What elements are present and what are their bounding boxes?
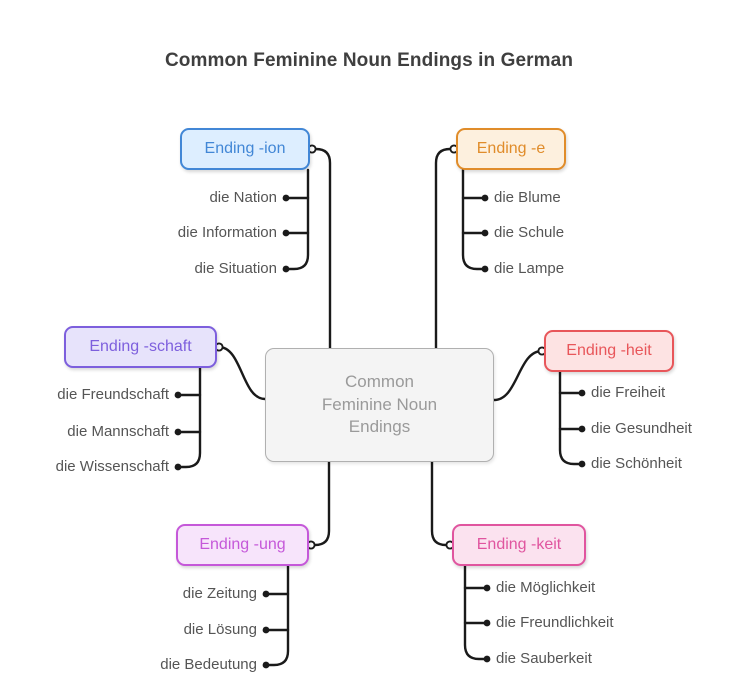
leaf-item[interactable]: die Situation	[194, 260, 277, 277]
branch-node-label: Ending -heit	[566, 342, 652, 359]
leaf-item[interactable]: die Bedeutung	[160, 656, 257, 673]
leaf-item[interactable]: die Freundschaft	[57, 386, 169, 403]
branch-node-schaft[interactable]: Ending -schaft	[64, 326, 217, 368]
branch-node-ion[interactable]: Ending -ion	[180, 128, 310, 170]
leaf-item[interactable]: die Lösung	[183, 621, 257, 638]
leaf-item[interactable]: die Schönheit	[591, 455, 682, 472]
leaf-item[interactable]: die Lampe	[494, 260, 565, 277]
branch-node-e[interactable]: Ending -e	[456, 128, 566, 170]
branch-node-keit[interactable]: Ending -keit	[452, 524, 586, 566]
center-node-line-0: Common	[345, 372, 414, 392]
branch-node-label: Ending -ung	[199, 536, 286, 553]
leaf-item[interactable]: die Freiheit	[591, 384, 666, 401]
leaf-item[interactable]: die Blume	[494, 189, 561, 206]
branch-node-label: Ending -ion	[204, 140, 286, 157]
leaf-item[interactable]: die Möglichkeit	[496, 579, 596, 596]
leaf-item[interactable]: die Gesundheit	[591, 420, 692, 437]
leaf-item[interactable]: die Nation	[209, 189, 277, 206]
branch-node-ung[interactable]: Ending -ung	[176, 524, 309, 566]
leaf-item[interactable]: die Freundlichkeit	[496, 614, 614, 631]
leaf-item[interactable]: die Wissenschaft	[55, 458, 169, 475]
center-node-line-2: Endings	[348, 417, 411, 437]
center-node-line-1: Feminine Noun	[321, 394, 438, 414]
leaf-item[interactable]: die Schule	[494, 224, 565, 241]
leaf-item[interactable]: die Information	[177, 224, 277, 241]
page-title: Common Feminine Noun Endings in German	[164, 50, 574, 71]
leaf-item[interactable]: die Sauberkeit	[496, 650, 592, 667]
branch-node-label: Ending -e	[476, 140, 546, 157]
branch-node-label: Ending -keit	[476, 536, 562, 553]
leaf-item[interactable]: die Mannschaft	[67, 423, 169, 440]
branch-node-heit[interactable]: Ending -heit	[544, 330, 674, 372]
leaf-item[interactable]: die Zeitung	[182, 585, 257, 602]
branch-node-label: Ending -schaft	[89, 338, 192, 355]
